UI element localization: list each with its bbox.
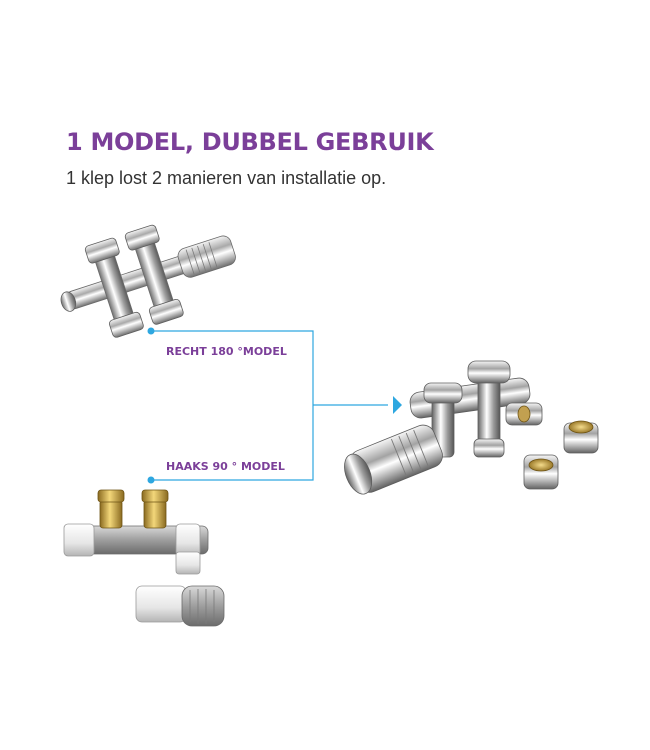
page-subtitle: 1 klep lost 2 manieren van installatie o… <box>66 168 387 188</box>
label-angle-model: HAAKS 90 ° MODEL <box>166 460 285 473</box>
angle-valve-image <box>63 489 225 627</box>
loose-fitting-1 <box>563 420 599 454</box>
loose-fitting-2 <box>523 454 559 490</box>
connector-line-straight <box>151 330 314 405</box>
combined-valve-image <box>344 360 599 495</box>
connector-line-angle <box>151 405 314 481</box>
straight-valve-image <box>60 224 236 338</box>
connector-arrow <box>393 396 402 414</box>
connector-dot-angle <box>147 476 155 484</box>
label-straight-model: RECHT 180 °MODEL <box>166 345 287 358</box>
connector-dot-straight <box>147 327 155 335</box>
page-title: 1 MODEL, DUBBEL GEBRUIK <box>66 128 434 156</box>
